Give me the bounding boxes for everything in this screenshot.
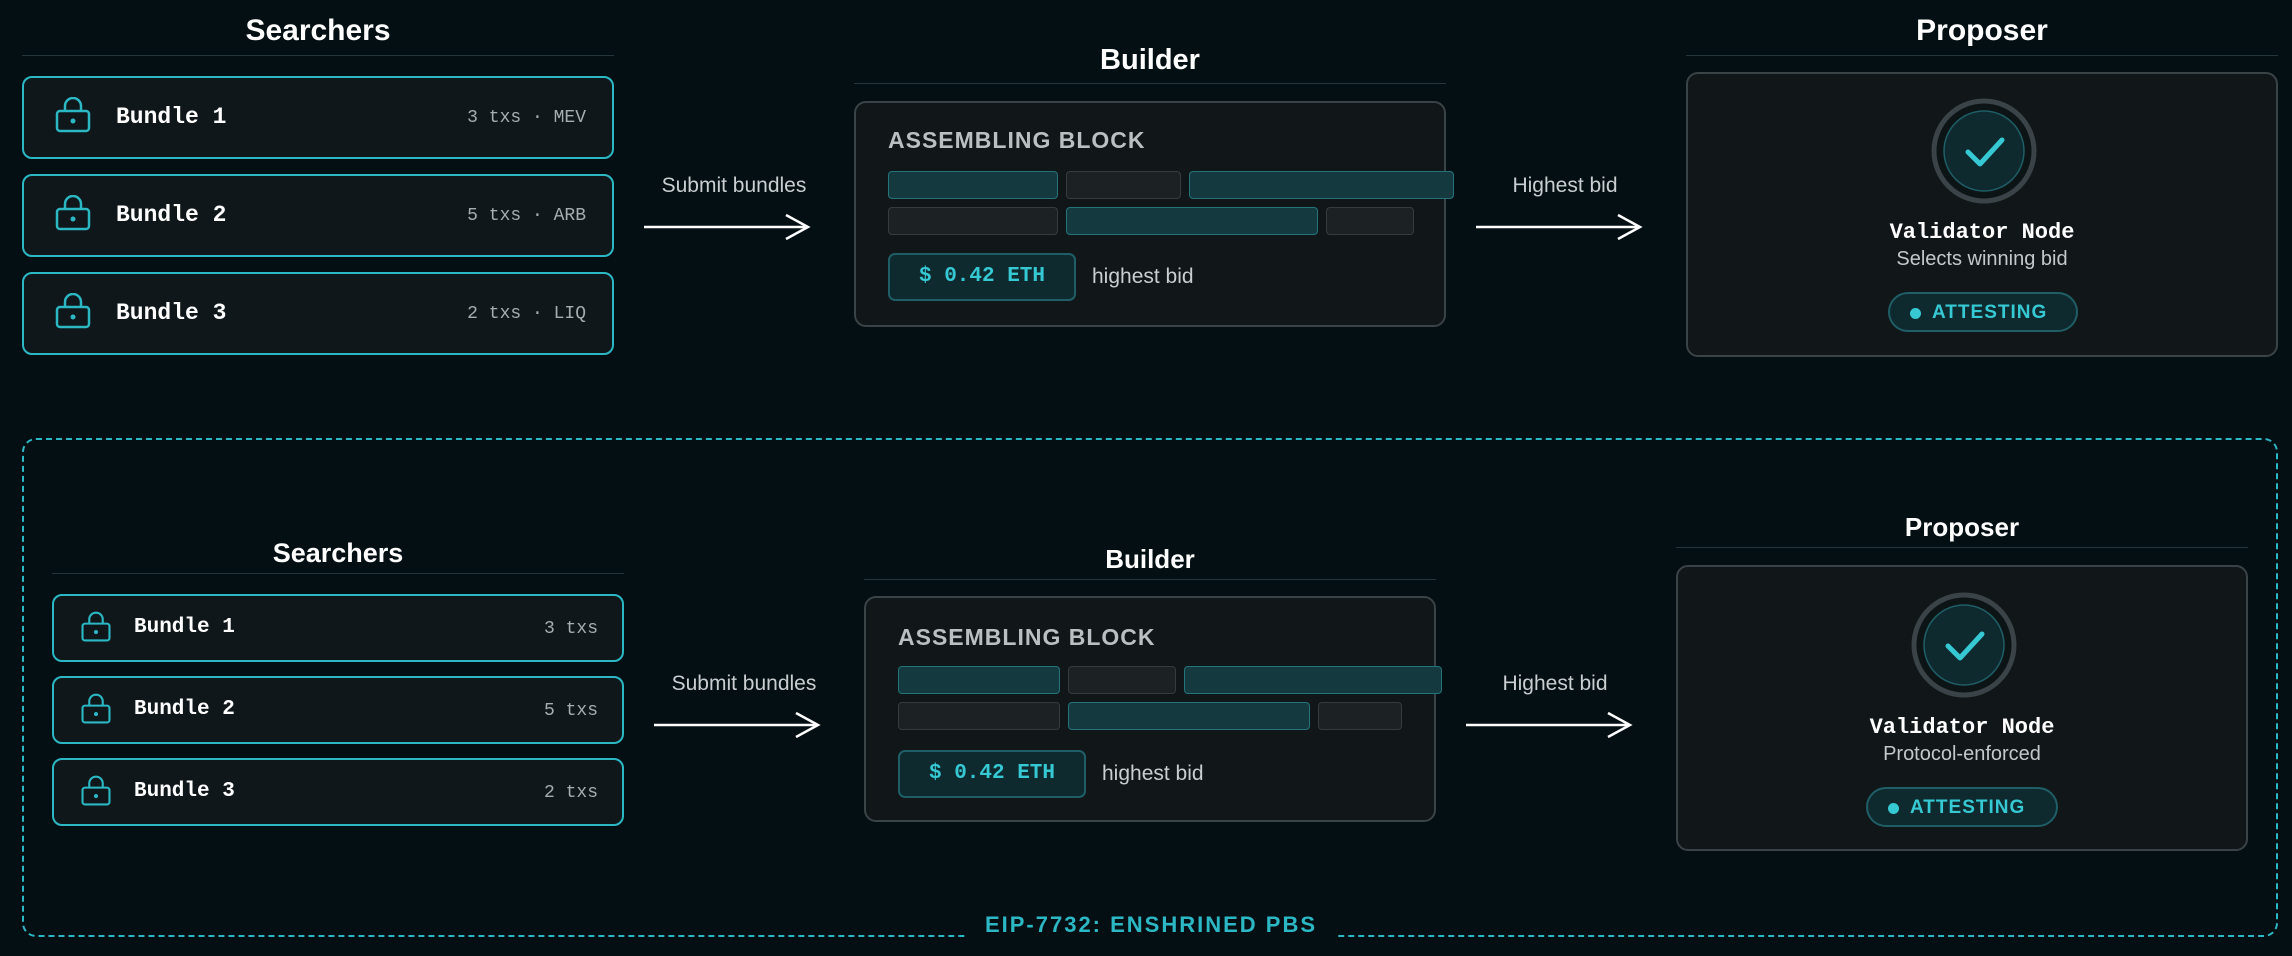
block-slot xyxy=(888,171,1058,199)
block-slot xyxy=(1326,207,1414,235)
bundle-card[interactable]: Bundle 2 5 txs · ARB xyxy=(22,174,614,257)
bid-value-badge: $ 0.42 ETH xyxy=(898,750,1086,798)
lock-icon xyxy=(81,611,111,642)
arrow-right-icon xyxy=(654,711,821,739)
block-slot xyxy=(898,702,1060,730)
block-slot xyxy=(888,207,1058,235)
bid-value-badge: $ 0.42 ETH xyxy=(888,253,1076,301)
searchers-title: Searchers xyxy=(22,10,614,56)
lock-icon xyxy=(55,195,91,231)
assembling-block-label: ASSEMBLING BLOCK xyxy=(888,127,1146,153)
bundle-meta: 5 txs xyxy=(543,701,598,721)
submit-bundles-label: Submit bundles xyxy=(671,672,817,695)
highest-bid-label: highest bid xyxy=(1092,265,1194,288)
builder-panel: ASSEMBLING BLOCK $ 0.42 ETH highest bid xyxy=(864,596,1442,822)
lock-icon xyxy=(55,97,91,133)
bundle-meta: 5 txs · ARB xyxy=(467,206,586,226)
builder-title: Builder xyxy=(854,40,1446,84)
arrow-right-icon xyxy=(644,213,811,241)
check-circle-icon xyxy=(1931,98,2037,204)
validator-subtitle: Selects winning bid xyxy=(1896,248,2068,270)
highest-bid-label: highest bid xyxy=(1102,762,1204,785)
validator-subtitle: Protocol-enforced xyxy=(1883,743,2041,765)
bundle-meta: 3 txs · MEV xyxy=(467,108,586,128)
block-slot xyxy=(1066,171,1181,199)
check-circle-icon xyxy=(1911,592,2017,698)
bundle-meta: 3 txs xyxy=(543,619,598,639)
validator-node-label: Validator Node xyxy=(1889,220,2075,245)
proposer-title: Proposer xyxy=(1686,10,2278,56)
arrow-right-icon xyxy=(1476,213,1643,241)
builder-panel: ASSEMBLING BLOCK $ 0.42 ETH highest bid xyxy=(854,101,1454,327)
status-badge: ATTESTING xyxy=(1866,787,2058,827)
block-slot xyxy=(1068,702,1310,730)
searchers-title: Searchers xyxy=(52,534,624,574)
assembling-block-label: ASSEMBLING BLOCK xyxy=(898,624,1156,650)
lock-icon xyxy=(81,693,111,724)
status-dot-icon xyxy=(1910,308,1921,319)
bundle-card[interactable]: Bundle 1 3 txs xyxy=(52,594,624,662)
proposer-panel: Validator Node Selects winning bid ATTES… xyxy=(1686,72,2278,357)
highest-bid-arrow-label: Highest bid xyxy=(1502,672,1608,695)
builder-title: Builder xyxy=(864,540,1436,580)
bundle-name: Bundle 3 xyxy=(134,780,235,803)
validator-node-label: Validator Node xyxy=(1869,715,2055,740)
eip-caption: EIP-7732: ENSHRINED PBS xyxy=(966,910,1336,940)
block-slot xyxy=(1189,171,1454,199)
block-slot xyxy=(1068,666,1176,694)
status-text: ATTESTING xyxy=(1932,302,2048,323)
bundle-name: Bundle 2 xyxy=(134,698,235,721)
bundle-name: Bundle 3 xyxy=(116,300,227,326)
bundle-name: Bundle 2 xyxy=(116,202,227,228)
bundle-card[interactable]: Bundle 3 2 txs xyxy=(52,758,624,826)
submit-bundles-label: Submit bundles xyxy=(661,174,807,197)
block-slot xyxy=(1184,666,1442,694)
bundle-card[interactable]: Bundle 1 3 txs · MEV xyxy=(22,76,614,159)
proposer-panel: Validator Node Protocol-enforced ATTESTI… xyxy=(1676,565,2248,851)
status-dot-icon xyxy=(1888,803,1899,814)
bundle-name: Bundle 1 xyxy=(116,104,227,130)
bundle-card[interactable]: Bundle 2 5 txs xyxy=(52,676,624,744)
lock-icon xyxy=(55,293,91,329)
arrow-right-icon xyxy=(1466,711,1633,739)
bundle-meta: 2 txs xyxy=(543,783,598,803)
block-slot xyxy=(898,666,1060,694)
status-badge: ATTESTING xyxy=(1888,292,2078,332)
proposer-title: Proposer xyxy=(1676,508,2248,548)
bundle-meta: 2 txs · LIQ xyxy=(467,304,586,324)
bundle-name: Bundle 1 xyxy=(134,616,235,639)
block-slot xyxy=(1318,702,1402,730)
lock-icon xyxy=(81,775,111,806)
block-slot xyxy=(1066,207,1318,235)
status-text: ATTESTING xyxy=(1910,797,2026,818)
highest-bid-arrow-label: Highest bid xyxy=(1512,174,1618,197)
bundle-card[interactable]: Bundle 3 2 txs · LIQ xyxy=(22,272,614,355)
